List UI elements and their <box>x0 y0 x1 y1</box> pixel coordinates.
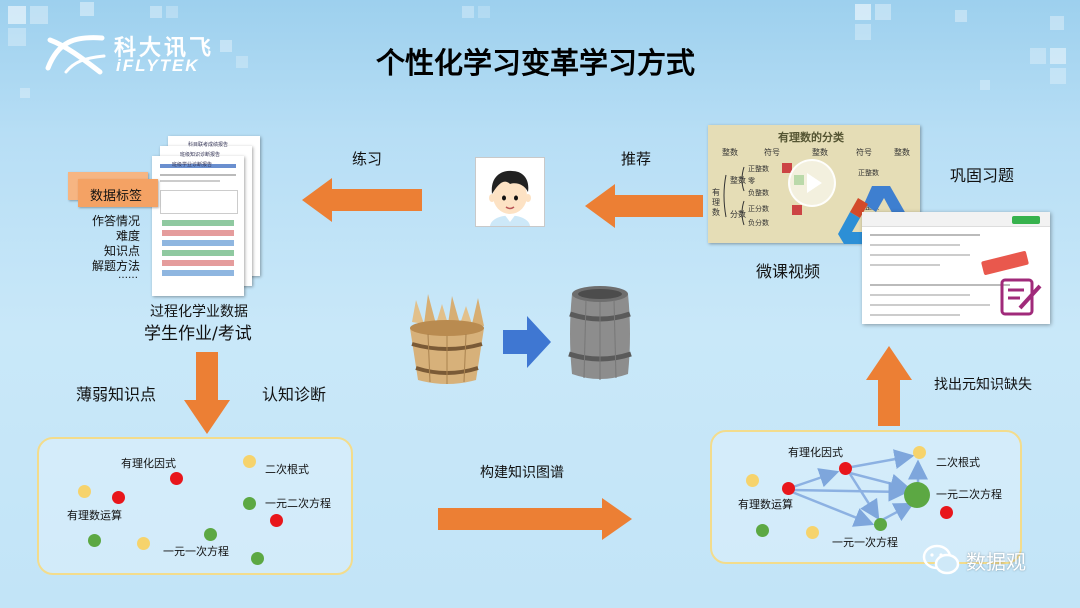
video-title: 有理数的分类 <box>778 131 844 144</box>
tag-item: …… <box>118 270 138 281</box>
weak-points-label: 薄弱知识点 <box>76 385 157 404</box>
node-label: 一元二次方程 <box>936 488 1002 501</box>
iflytek-logo-icon <box>45 35 106 75</box>
knowledge-graph-panel: 有理化因式 二次根式 有理数运算 一元二次方程 一元一次方程 <box>710 430 1022 564</box>
node-dot-yellow <box>746 474 759 487</box>
svg-text:符号: 符号 <box>764 147 780 157</box>
node-dot-red <box>270 514 283 527</box>
node-label: 二次根式 <box>265 463 309 476</box>
svg-text:负分数: 负分数 <box>748 218 769 227</box>
doc-title-3: 班级学业诊断报告 <box>172 162 213 168</box>
svg-text:正整数: 正整数 <box>748 164 769 173</box>
micro-video-label: 微课视频 <box>756 262 821 281</box>
data-tag-label: 数据标签 <box>90 189 143 204</box>
tag-item: 作答情况 <box>91 214 140 228</box>
node-dot-yellow <box>806 526 819 539</box>
svg-text:数: 数 <box>712 207 720 217</box>
tag-item: 解题方法 <box>91 259 140 273</box>
node-dot-yellow <box>78 485 91 498</box>
brand-cn: 科大讯飞 <box>114 36 215 61</box>
watermark: 数据观 <box>922 542 1062 578</box>
play-icon <box>807 173 822 193</box>
arrow-left-practice <box>302 178 422 222</box>
node-dot-red <box>782 482 795 495</box>
node-dot-green <box>251 552 264 565</box>
wechat-icon <box>922 544 960 575</box>
arrow-right-blue <box>503 316 551 368</box>
knowledge-graph-edges <box>789 449 928 527</box>
node-dot-yellow <box>137 537 150 550</box>
cognitive-label: 认知诊断 <box>262 385 327 404</box>
doc-title-2: 班级知识诊断报告 <box>180 152 221 158</box>
weak-knowledge-panel: 有理化因式 二次根式 有理数运算 一元二次方程 一元一次方程 <box>37 437 353 575</box>
node-label: 一元一次方程 <box>832 536 898 549</box>
svg-text:整数: 整数 <box>812 147 828 157</box>
node-label: 有理化因式 <box>121 457 176 470</box>
svg-text:整数: 整数 <box>730 175 746 185</box>
svg-text:整数: 整数 <box>722 147 738 157</box>
svg-text:分数: 分数 <box>730 209 746 219</box>
node-dot-green <box>243 497 256 510</box>
node-label: 有理数运算 <box>738 498 793 511</box>
data-tag-stack: 数据标签 <box>68 166 168 216</box>
svg-text:理: 理 <box>712 198 720 207</box>
svg-text:整数: 整数 <box>894 147 910 157</box>
svg-text:正分数: 正分数 <box>748 204 769 213</box>
process-data-label: 过程化学业数据 <box>150 304 248 320</box>
svg-text:符号: 符号 <box>856 147 872 157</box>
svg-text:有: 有 <box>712 187 720 197</box>
brand-logo: 科大讯飞 iFLYTEK <box>44 30 244 80</box>
node-dot-yellow <box>913 446 926 459</box>
node-label: 有理数运算 <box>67 509 122 522</box>
broken-barrel-icon <box>410 294 484 384</box>
svg-text:零: 零 <box>748 177 755 185</box>
consolidate-label: 巩固习题 <box>950 166 1015 185</box>
video-content-icon: 整数 符号 整数 符号 整数 有 理 数 整数 分数 正整数 零 负整数 正分数… <box>712 147 910 227</box>
student-face-icon <box>489 170 531 226</box>
tag-item: 知识点 <box>103 244 140 258</box>
recommend-label: 推荐 <box>621 150 652 168</box>
brand-en: iFLYTEK <box>116 56 200 75</box>
svg-text:正整数: 正整数 <box>858 168 879 177</box>
exercise-screenshot[interactable] <box>862 212 1050 324</box>
student-avatar <box>475 157 545 227</box>
tag-list: 作答情况 难度 知识点 解题方法 …… <box>70 212 140 282</box>
node-label: 一元一次方程 <box>163 545 229 558</box>
node-label: 有理化因式 <box>788 446 843 459</box>
edit-document-icon <box>1000 278 1042 316</box>
full-barrel-icon <box>568 286 632 380</box>
node-dot-red <box>112 491 125 504</box>
arrow-down-left <box>184 352 230 434</box>
report-documents: 科目联考成绩报告 班级知识诊断报告 班级学业诊断报告 <box>150 136 260 296</box>
node-dot-red <box>170 472 183 485</box>
node-dot-red <box>839 462 852 475</box>
tag-item: 难度 <box>115 229 140 243</box>
video-play-button[interactable] <box>788 159 836 207</box>
arrow-up-right <box>866 346 912 426</box>
node-dot-yellow <box>243 455 256 468</box>
watermark-text: 数据观 <box>966 550 1026 574</box>
homework-exam-label: 学生作业/考试 <box>144 324 252 344</box>
arrow-left-recommend <box>585 184 703 228</box>
doc-title-1: 科目联考成绩报告 <box>188 142 229 148</box>
node-dot-green-large <box>904 482 930 508</box>
node-dot-green <box>874 518 887 531</box>
practice-label: 练习 <box>352 150 383 168</box>
arrow-right-build-graph <box>438 498 632 540</box>
svg-text:负整数: 负整数 <box>748 188 769 197</box>
node-label: 一元二次方程 <box>265 497 331 510</box>
page-title: 个性化学习变革学习方式 <box>376 46 696 80</box>
find-gaps-label: 找出元知识缺失 <box>934 377 1032 393</box>
node-dot-green <box>204 528 217 541</box>
build-graph-label: 构建知识图谱 <box>480 465 564 481</box>
node-dot-green <box>756 524 769 537</box>
node-dot-red <box>940 506 953 519</box>
node-dot-green <box>88 534 101 547</box>
node-label: 二次根式 <box>936 456 980 469</box>
